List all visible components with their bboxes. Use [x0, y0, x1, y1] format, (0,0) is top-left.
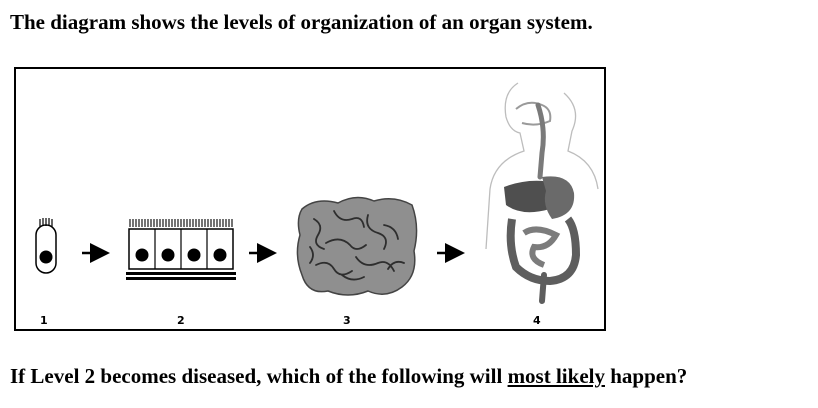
question-heading: The diagram shows the levels of organiza… [10, 10, 593, 34]
diagram-illustration [35, 82, 599, 304]
level-label-2: 2 [177, 314, 185, 327]
question-text-end: happen? [604, 364, 688, 388]
tissue-icon [126, 219, 236, 280]
single-cell-icon [35, 218, 57, 274]
level-label-3: 3 [343, 314, 351, 327]
question-emphasis: most likely [507, 364, 605, 388]
level-label-4: 4 [533, 314, 541, 327]
level-label-1: 1 [40, 314, 48, 327]
question-text-start: If Level 2 becomes diseased, which of th… [10, 364, 508, 388]
organ-icon [296, 196, 418, 296]
digestive-system-icon [485, 82, 599, 304]
organization-diagram: 1 2 3 4 [14, 67, 606, 331]
question-text: If Level 2 becomes diseased, which of th… [10, 364, 687, 389]
